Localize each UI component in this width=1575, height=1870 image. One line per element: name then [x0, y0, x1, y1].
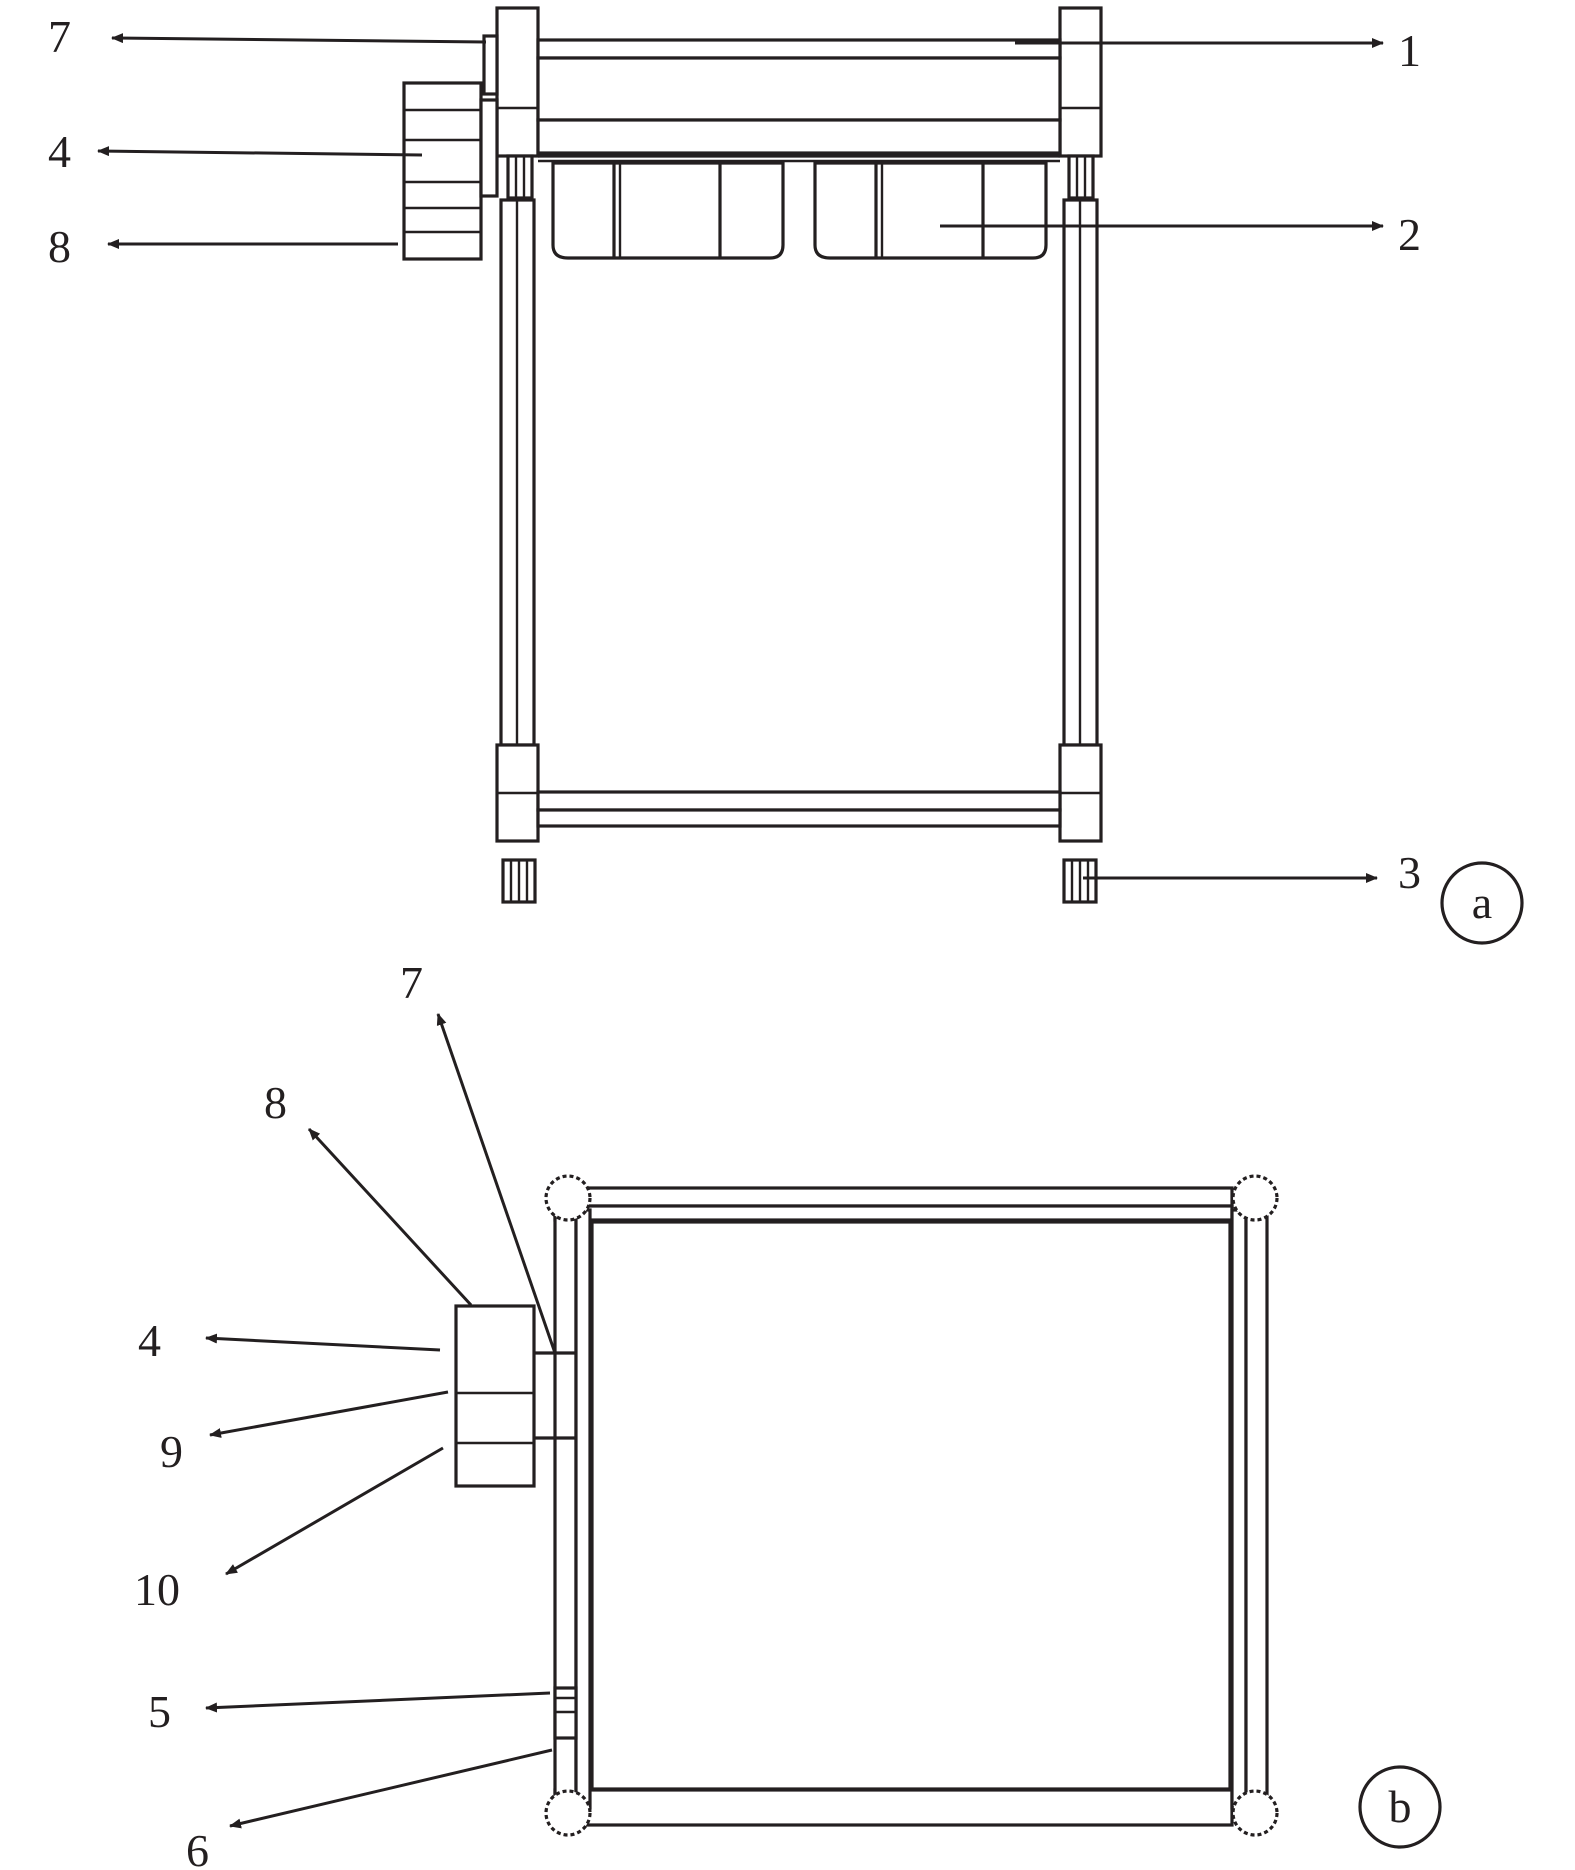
corner-posts: [544, 1174, 1279, 1837]
panel-a-front-view: 1 2 3 4 7 8 a: [48, 6, 1524, 945]
top-frame-bars: [536, 38, 1062, 163]
callout-number: 5: [148, 1686, 171, 1737]
containers: [551, 161, 1048, 260]
frame-top-view: [553, 1186, 1269, 1827]
panel-letter: a: [1472, 877, 1492, 928]
callout-labels-b: 4 5 6 7 8 9 10: [134, 957, 423, 1870]
callout-number: 8: [48, 221, 71, 272]
callout-number: 8: [264, 1077, 287, 1128]
panel-label-b: b: [1358, 1765, 1442, 1849]
callout-number: 4: [138, 1315, 161, 1366]
callout-number: 10: [134, 1564, 180, 1615]
callout-labels-a: 1 2 3 4 7 8: [48, 11, 1421, 898]
callout-number: 7: [48, 11, 71, 62]
callout-number: 3: [1398, 847, 1421, 898]
left-post: [495, 6, 540, 843]
caster-wheels: [501, 858, 1098, 904]
callout-number: 4: [48, 126, 71, 177]
panel-letter: b: [1389, 1781, 1412, 1832]
callout-number: 9: [160, 1426, 183, 1477]
callout-number: 2: [1398, 209, 1421, 260]
callout-number: 6: [186, 1825, 209, 1870]
motor-assembly: [402, 34, 499, 261]
panel-b-top-view: 4 5 6 7 8 9 10 b: [134, 957, 1442, 1870]
bottom-frame-bars: [536, 790, 1062, 828]
right-post: [1058, 6, 1103, 843]
callout-arrows-a: [97, 33, 1384, 883]
callout-number: 1: [1398, 25, 1421, 76]
side-clamp: [553, 1686, 578, 1740]
motor-top-view: [454, 1304, 576, 1488]
callout-number: 7: [400, 957, 423, 1008]
callout-arrows-b: [205, 1013, 557, 1829]
bearing-blocks: [506, 154, 1095, 200]
panel-label-a: a: [1440, 861, 1524, 945]
